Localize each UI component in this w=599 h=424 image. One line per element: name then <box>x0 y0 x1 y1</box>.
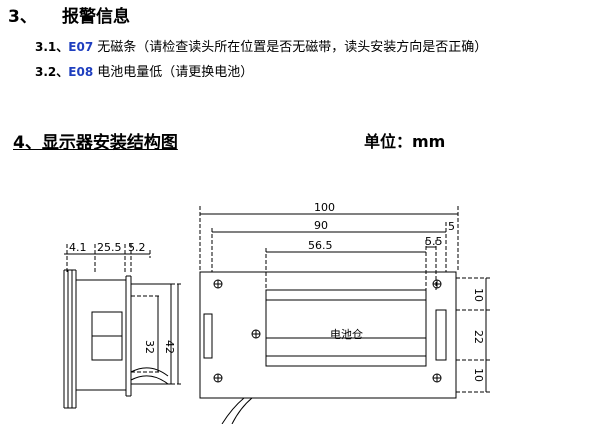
screw-icon <box>432 279 442 289</box>
dim-front-10-top: 10 <box>472 288 485 302</box>
dim-front-22: 22 <box>472 330 485 344</box>
dim-front-10-bottom: 10 <box>472 368 485 382</box>
battery-compartment-label: 电池仓 <box>330 327 363 341</box>
dim-side-5-2: 5.2 <box>128 241 146 254</box>
dim-side-42: 42 <box>163 340 176 354</box>
dim-front-5: 5 <box>448 220 455 233</box>
alarm-item-index: 3.2、 <box>35 65 69 79</box>
structure-heading: 4、显示器安装结构图 <box>13 133 178 153</box>
alarm-item-code: E07 <box>68 40 94 54</box>
alarm-item-e07: 3.1、E07 无磁条（请检查读头所在位置是否无磁带，读头安装方向是否正确） <box>35 36 487 55</box>
dim-front-90: 90 <box>314 219 328 232</box>
dim-side-25-5: 25.5 <box>97 241 122 254</box>
alarm-heading: 3、 报警信息 <box>8 2 130 27</box>
screw-icon <box>213 373 223 383</box>
screw-icon <box>251 329 261 339</box>
side-view <box>63 244 182 409</box>
alarm-item-text: 电池电量低（请更换电池） <box>93 65 254 80</box>
dim-front-5-5: 5.5 <box>425 235 443 248</box>
alarm-heading-title: 报警信息 <box>62 7 130 27</box>
alarm-item-code: E08 <box>68 65 94 79</box>
dim-front-100: 100 <box>314 201 335 214</box>
alarm-item-e08: 3.2、E08 电池电量低（请更换电池） <box>35 61 253 80</box>
unit-label: 单位：mm <box>364 132 446 151</box>
dim-side-4-1: 4.1 <box>69 241 87 254</box>
dim-side-32: 32 <box>143 340 156 354</box>
screw-icon <box>213 279 223 289</box>
alarm-item-text: 无磁条（请检查读头所在位置是否无磁带，读头安装方向是否正确） <box>93 40 488 55</box>
alarm-item-index: 3.1、 <box>35 40 69 54</box>
screw-icon <box>432 373 442 383</box>
screw-icons <box>213 279 442 383</box>
front-view <box>199 206 490 424</box>
dim-front-56-5: 56.5 <box>308 239 333 252</box>
alarm-heading-number: 3、 <box>8 7 37 27</box>
